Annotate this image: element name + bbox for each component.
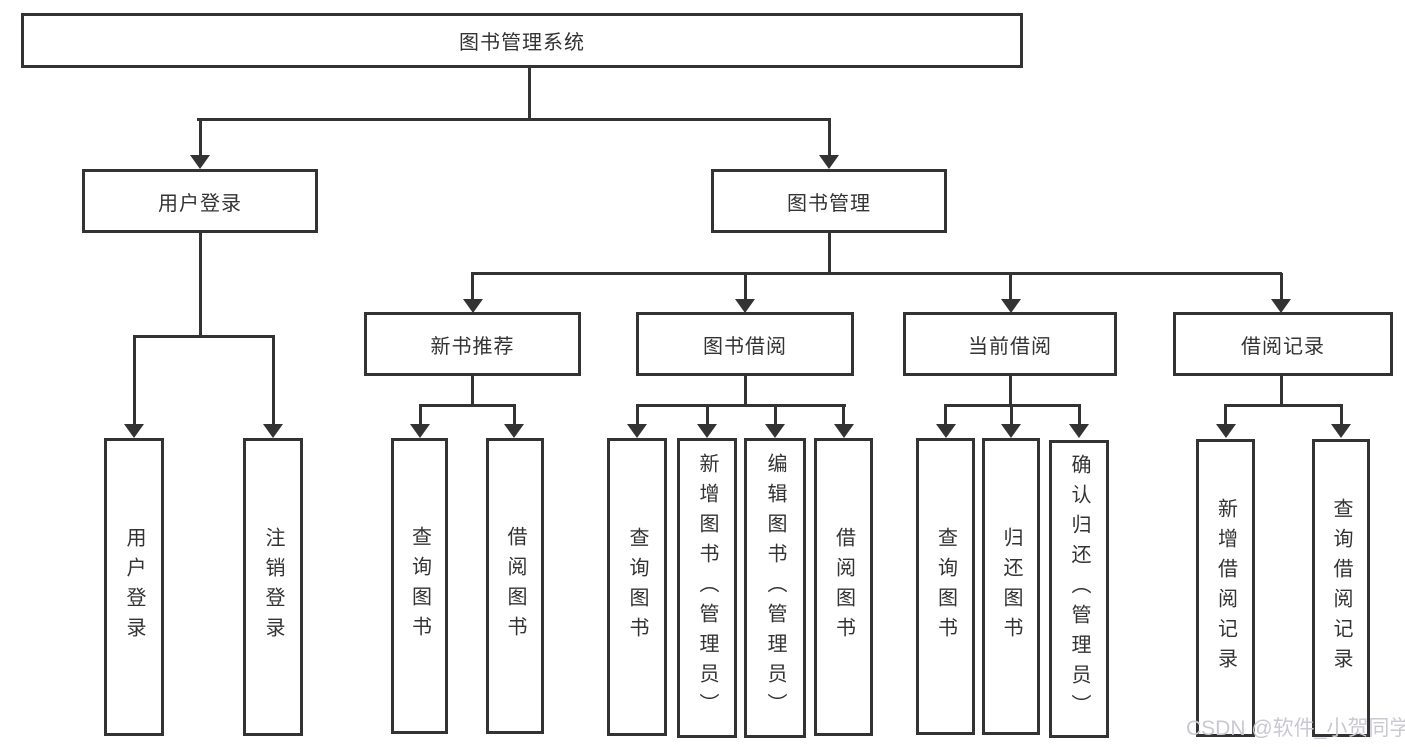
node-label: 查询借阅记录 [1330,498,1352,678]
node-leaf-borrow-books: 借阅图书 [486,438,544,734]
node-user-login: 用户登录 [82,169,318,233]
arrowhead-down-icon [935,424,956,438]
arrowhead-down-icon [410,424,430,438]
node-label: 注销登录 [262,527,284,647]
arrowhead-down-icon [1271,299,1291,313]
arrowhead-down-icon [462,299,483,313]
node-label: 借阅记录 [1241,335,1325,358]
connector-arrow-shaft [512,405,516,424]
node-label: 新增图书（管理员） [696,453,718,723]
connector-userlogin-horizontal [132,334,275,338]
node-leaf-add-borrow-record: 新增借阅记录 [1196,439,1255,737]
arrowhead-down-icon [765,424,785,438]
connector-records-horizontal [1224,403,1343,407]
connector-newbook-drop [471,376,474,405]
node-label: 图书管理 [787,192,871,215]
node-borrowing-records: 借阅记录 [1173,312,1393,376]
connector-arrow-shaft [944,405,947,424]
node-leaf-query-books: 查询图书 [391,438,448,734]
arrowhead-down-icon [263,424,283,438]
node-label: 查询图书 [408,526,431,646]
connector-current-drop [1009,376,1012,405]
arrowhead-down-icon [819,155,839,169]
connector-userlogin-drop [198,233,202,336]
connector-arrow-shaft [1339,405,1343,424]
connector-arrow-shaft [635,405,639,424]
arrowhead-down-icon [504,424,524,438]
arrowhead-down-icon [1069,424,1089,438]
connector-arrow-shaft [842,405,845,424]
connector-arrow-shaft [705,405,709,424]
node-new-book-recommendation: 新书推荐 [364,312,581,376]
node-label: 图书管理系统 [459,32,585,54]
node-label: 用户登录 [123,527,145,647]
arrowhead-down-icon [833,424,854,438]
node-label: 确认归还（管理员） [1068,454,1090,724]
arrowhead-down-icon [124,424,144,438]
node-label: 新增借阅记录 [1214,498,1237,678]
node-leaf-query-books: 查询图书 [607,438,667,736]
connector-root-drop [527,68,531,119]
node-label: 当前借阅 [968,335,1052,358]
node-label: 借阅图书 [832,527,855,647]
node-label: 图书借阅 [703,335,787,358]
arrowhead-down-icon [1000,299,1021,313]
arrowhead-down-icon [735,299,755,313]
node-leaf-query-books: 查询图书 [916,438,975,735]
node-leaf-edit-book-admin: 编辑图书（管理员） [744,438,806,738]
connector-bookmgmt-drop [827,233,831,273]
node-book-borrowing: 图书借阅 [636,312,854,376]
connector-arrow-shaft [1009,405,1013,424]
node-label: 归还图书 [1000,526,1022,647]
node-label: 用户登录 [158,192,242,215]
node-library-management-system: 图书管理系统 [21,13,1023,68]
node-leaf-borrow-books: 借阅图书 [814,438,873,736]
connector-records-drop [1279,376,1283,405]
node-label: 借阅图书 [504,526,526,646]
node-current-borrowing: 当前借阅 [903,312,1117,376]
node-leaf-return-books: 归还图书 [982,438,1040,735]
connector-newbook-horizontal [418,403,516,407]
connector-arrow-shaft [198,119,202,156]
connector-arrow-shaft [1077,405,1081,424]
arrowhead-down-icon [190,155,210,169]
node-leaf-query-borrow-record: 查询借阅记录 [1312,439,1370,737]
connector-borrow-horizontal [635,403,846,407]
node-label: 编辑图书（管理员） [764,453,786,723]
node-leaf-logout: 注销登录 [243,438,303,736]
node-leaf-add-book-admin: 新增图书（管理员） [677,438,737,738]
node-label: 查询图书 [934,526,957,647]
arrowhead-down-icon [627,424,647,438]
node-label: 新书推荐 [430,335,515,358]
arrowhead-down-icon [1331,424,1351,438]
watermark-text: CSDN @软件_小贺同学 [1186,717,1405,740]
connector-arrow-shaft [418,405,422,424]
connector-arrow-shaft [773,405,777,424]
connector-level2-horizontal [471,271,1282,275]
connector-arrow-shaft [271,336,275,424]
node-book-management: 图书管理 [711,169,947,233]
node-leaf-confirm-return-admin: 确认归还（管理员） [1049,440,1109,738]
connector-arrow-shaft [827,119,831,156]
connector-arrow-shaft [1279,273,1283,299]
connector-arrow-shaft [132,336,136,424]
connector-arrow-shaft [1224,405,1227,424]
arrowhead-down-icon [1215,424,1236,438]
arrowhead-down-icon [697,424,717,438]
connector-borrow-drop [743,376,747,405]
connector-arrow-shaft [471,273,474,299]
node-label: 查询图书 [626,527,648,647]
node-leaf-user-login: 用户登录 [104,438,164,736]
connector-arrow-shaft [1009,273,1012,299]
connector-arrow-shaft [743,273,747,299]
arrowhead-down-icon [1001,424,1021,438]
connector-level1-horizontal [197,117,831,121]
